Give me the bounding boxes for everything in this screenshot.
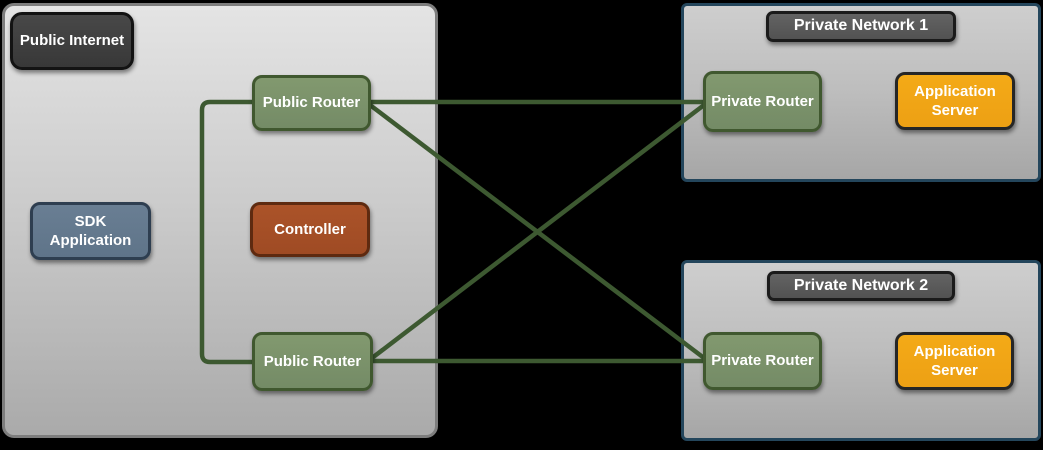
private-network-1-title: Private Network 1 xyxy=(766,11,956,42)
controller-node: Controller xyxy=(250,202,370,257)
public-router-bottom-node: Public Router xyxy=(252,332,373,391)
private-router-2-node: Private Router xyxy=(703,332,822,390)
router-bracket-line xyxy=(199,99,253,365)
link-bottom-router-to-network1 xyxy=(370,103,706,360)
application-server-1-node: Application Server xyxy=(895,72,1015,130)
application-server-2-node: Application Server xyxy=(895,332,1014,390)
private-network-2-title: Private Network 2 xyxy=(767,271,955,301)
public-internet-label: Public Internet xyxy=(10,12,134,70)
public-router-top-node: Public Router xyxy=(252,75,371,131)
sdk-application-node: SDK Application xyxy=(30,202,151,260)
private-router-1-node: Private Router xyxy=(703,71,822,132)
